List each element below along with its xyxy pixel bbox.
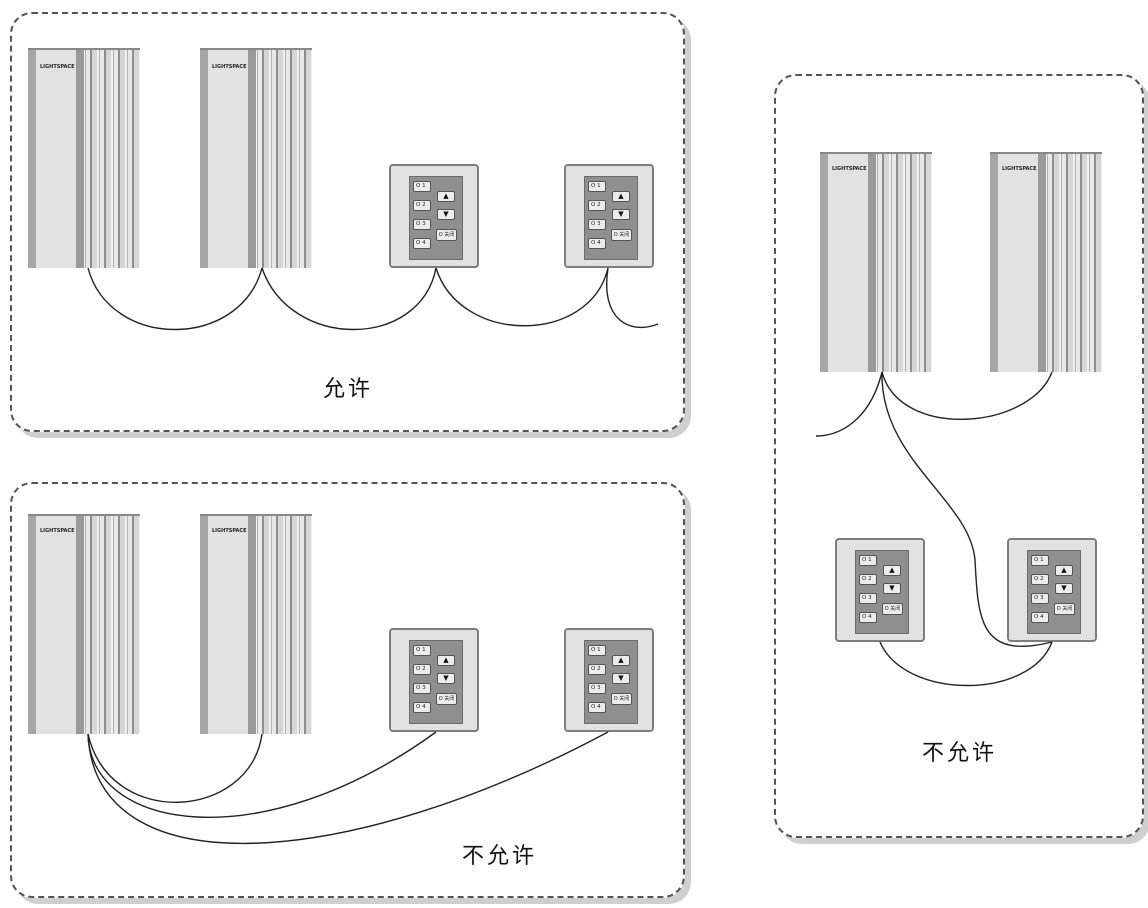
brand-label: LIGHTSPACE [40,528,75,534]
keypad-button-3: O 3 [413,219,431,230]
keypad-button-4: O 4 [588,238,606,249]
keypad-off-button: O 关闭 [611,693,632,705]
up-arrow-icon: ▲ [437,655,455,666]
keypad-button-1: O 1 [588,645,606,656]
up-arrow-icon: ▲ [1055,565,1073,576]
down-arrow-icon: ▼ [1055,583,1073,594]
keypad-off-button: O 关闭 [1054,603,1075,615]
dimmer-unit: LIGHTSPACE [990,152,1102,372]
keypad-button-3: O 3 [588,219,606,230]
keypad-button-4: O 4 [413,702,431,713]
down-arrow-icon: ▼ [612,673,630,684]
keypad-button-4: O 4 [859,612,877,623]
dimmer-unit: LIGHTSPACE [200,48,312,268]
dimmer-unit: LIGHTSPACE [28,48,140,268]
keypad: O 1 O 2 O 3 O 4 ▲ ▼ O 关闭 [564,164,654,268]
down-arrow-icon: ▼ [437,673,455,684]
keypad-button-2: O 2 [413,200,431,211]
keypad: O 1 O 2 O 3 O 4 ▲ ▼ O 关闭 [564,628,654,732]
keypad: O 1 O 2 O 3 O 4 ▲ ▼ O 关闭 [835,538,925,642]
dimmer-unit: LIGHTSPACE [200,514,312,734]
caption-not-allowed: 不允许 [922,741,998,766]
keypad-off-button: O 关闭 [882,603,903,615]
brand-label: LIGHTSPACE [832,166,867,172]
keypad-button-2: O 2 [413,664,431,675]
keypad-button-4: O 4 [1031,612,1049,623]
up-arrow-icon: ▲ [612,191,630,202]
keypad-button-1: O 1 [1031,555,1049,566]
keypad-button-2: O 2 [1031,574,1049,585]
brand-label: LIGHTSPACE [212,64,247,70]
keypad-off-button: O 关闭 [611,229,632,241]
keypad-button-2: O 2 [859,574,877,585]
keypad-button-2: O 2 [588,200,606,211]
keypad-button-2: O 2 [588,664,606,675]
keypad-button-4: O 4 [413,238,431,249]
keypad-button-3: O 3 [859,593,877,604]
keypad-button-4: O 4 [588,702,606,713]
down-arrow-icon: ▼ [883,583,901,594]
brand-label: LIGHTSPACE [212,528,247,534]
keypad-off-button: O 关闭 [436,229,457,241]
keypad-button-3: O 3 [413,683,431,694]
caption-allowed: 允许 [323,377,374,402]
dimmer-unit: LIGHTSPACE [28,514,140,734]
keypad-button-3: O 3 [588,683,606,694]
keypad-button-1: O 1 [859,555,877,566]
keypad-button-1: O 1 [588,181,606,192]
up-arrow-icon: ▲ [883,565,901,576]
keypad: O 1 O 2 O 3 O 4 ▲ ▼ O 关闭 [389,628,479,732]
keypad-button-1: O 1 [413,645,431,656]
caption-not-allowed: 不允许 [462,844,538,869]
up-arrow-icon: ▲ [437,191,455,202]
brand-label: LIGHTSPACE [40,64,75,70]
keypad-button-3: O 3 [1031,593,1049,604]
dimmer-unit: LIGHTSPACE [820,152,932,372]
up-arrow-icon: ▲ [612,655,630,666]
keypad-off-button: O 关闭 [436,693,457,705]
keypad-button-1: O 1 [413,181,431,192]
keypad: O 1 O 2 O 3 O 4 ▲ ▼ O 关闭 [389,164,479,268]
down-arrow-icon: ▼ [612,209,630,220]
down-arrow-icon: ▼ [437,209,455,220]
keypad: O 1 O 2 O 3 O 4 ▲ ▼ O 关闭 [1007,538,1097,642]
brand-label: LIGHTSPACE [1002,166,1037,172]
